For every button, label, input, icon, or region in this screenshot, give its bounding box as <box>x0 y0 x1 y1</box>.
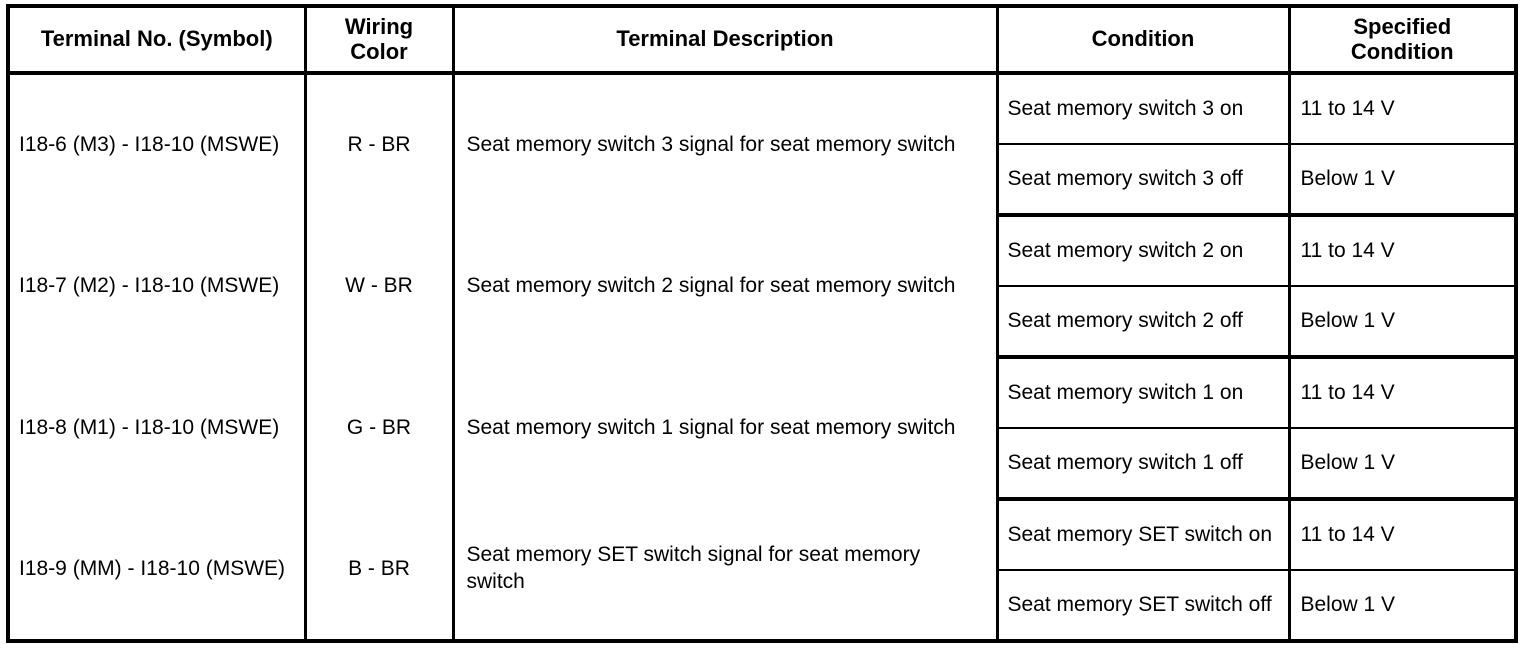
cell-wiring-color: R - BR <box>305 73 455 216</box>
cell-wiring-color: W - BR <box>305 215 455 358</box>
cell-terminal-no: I18-9 (MM) - I18-10 (MSWE) <box>8 499 307 642</box>
table-header: Terminal No. (Symbol) Wiring Color Termi… <box>8 6 1516 76</box>
column-header-specified-condition-line1: Specified <box>1353 14 1452 39</box>
terminal-specification-table: Terminal No. (Symbol) Wiring Color Termi… <box>6 4 1518 644</box>
cell-wiring-color: G - BR <box>305 357 455 500</box>
table-body: I18-6 (M3) - I18-10 (MSWE) R - BR Seat m… <box>8 73 1516 642</box>
cell-terminal-no: I18-6 (M3) - I18-10 (MSWE) <box>8 73 307 216</box>
cell-specified-condition: Below 1 V <box>1289 144 1516 218</box>
column-header-terminal-description: Terminal Description <box>453 6 999 76</box>
column-header-condition: Condition <box>997 6 1291 76</box>
table-row: I18-6 (M3) - I18-10 (MSWE) R - BR Seat m… <box>8 73 1516 216</box>
column-header-terminal-no-symbol: Terminal No. (Symbol) <box>8 6 307 76</box>
cell-specified-condition: 11 to 14 V <box>1289 357 1516 430</box>
cell-specified-condition: 11 to 14 V <box>1289 499 1516 572</box>
column-header-wiring-color: Wiring Color <box>305 6 455 76</box>
cell-specified-condition: Below 1 V <box>1289 428 1516 502</box>
cell-condition: Seat memory switch 3 on <box>997 73 1291 146</box>
cell-condition: Seat memory switch 2 off <box>997 286 1291 360</box>
cell-specified-condition: 11 to 14 V <box>1289 215 1516 288</box>
cell-condition: Seat memory SET switch on <box>997 499 1291 572</box>
cell-terminal-description: Seat memory SET switch signal for seat m… <box>453 499 999 642</box>
cell-terminal-no: I18-7 (M2) - I18-10 (MSWE) <box>8 215 307 358</box>
cell-wiring-color: B - BR <box>305 499 455 642</box>
cell-condition: Seat memory switch 1 off <box>997 428 1291 502</box>
cell-specified-condition: Below 1 V <box>1289 286 1516 360</box>
table-row: Seat memory switch 1 off Below 1 V <box>8 428 1516 502</box>
cell-terminal-description: Seat memory switch 1 signal for seat mem… <box>453 357 999 500</box>
cell-specified-condition: 11 to 14 V <box>1289 73 1516 146</box>
table-row: I18-8 (M1) - I18-10 (MSWE) G - BR Seat m… <box>8 357 1516 500</box>
cell-specified-condition: Below 1 V <box>1289 570 1516 642</box>
column-header-wiring-color-line1: Wiring <box>344 14 414 39</box>
cell-condition: Seat memory switch 2 on <box>997 215 1291 288</box>
table-row: I18-9 (MM) - I18-10 (MSWE) B - BR Seat m… <box>8 499 1516 642</box>
cell-terminal-description: Seat memory switch 3 signal for seat mem… <box>453 73 999 216</box>
cell-terminal-no: I18-8 (M1) - I18-10 (MSWE) <box>8 357 307 500</box>
cell-condition: Seat memory SET switch off <box>997 570 1291 642</box>
column-header-specified-condition-line2: Condition <box>1350 38 1454 64</box>
table-row: Seat memory switch 3 off Below 1 V <box>8 144 1516 218</box>
cell-terminal-description: Seat memory switch 2 signal for seat mem… <box>453 215 999 358</box>
cell-condition: Seat memory switch 3 off <box>997 144 1291 218</box>
table-row: Seat memory SET switch off Below 1 V <box>8 570 1516 642</box>
column-header-specified-condition: Specified Condition <box>1289 6 1516 76</box>
table-row: Seat memory switch 2 off Below 1 V <box>8 286 1516 360</box>
column-header-wiring-color-line2: Color <box>350 38 408 64</box>
header-row: Terminal No. (Symbol) Wiring Color Termi… <box>8 6 1516 76</box>
table-row: I18-7 (M2) - I18-10 (MSWE) W - BR Seat m… <box>8 215 1516 358</box>
cell-condition: Seat memory switch 1 on <box>997 357 1291 430</box>
